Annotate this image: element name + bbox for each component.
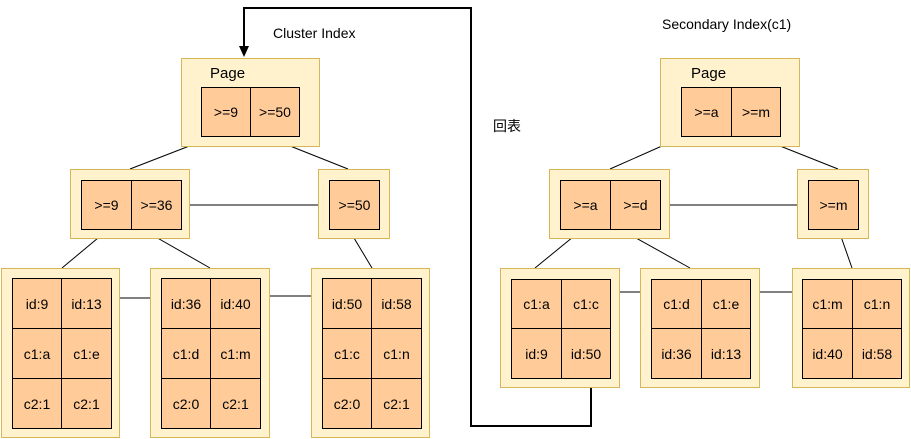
cluster-leaf-cell: c1:c <box>322 328 372 379</box>
cluster-leaf-cell: c1:d <box>161 328 211 379</box>
secondary-leaf-cell: id:9 <box>511 328 562 379</box>
cluster-leaf-cell: id:40 <box>210 278 261 329</box>
secondary-leaf-cell: id:36 <box>651 328 702 379</box>
secondary-leaf-cell: id:58 <box>852 328 902 379</box>
cluster-leaf-cell: id:50 <box>322 278 372 329</box>
cluster-leaf-cell: c2:0 <box>161 378 211 429</box>
secondary-leaf-page-2: c1:d c1:e id:36 id:13 <box>640 268 760 388</box>
cluster-mid-page-left: >=9 >=36 <box>70 169 190 239</box>
secondary-leaf-cell: id:13 <box>701 328 751 379</box>
secondary-leaf-cell: id:40 <box>802 328 853 379</box>
cluster-leaf-cell: c1:a <box>12 328 62 379</box>
secondary-leaf-cell: c1:m <box>802 279 853 329</box>
secondary-leaf-page-1: c1:a c1:c id:9 id:50 <box>500 268 620 388</box>
cluster-leaf-cell: c2:1 <box>210 378 261 429</box>
cluster-leaf-cell: c2:1 <box>61 378 112 429</box>
secondary-leaf-cell: c1:d <box>651 279 702 329</box>
secondary-leaf-cell: c1:n <box>852 279 902 329</box>
cluster-root-page-title: Page <box>210 65 246 82</box>
secondary-root-key: >=m <box>731 87 781 137</box>
lookup-arrow-head <box>239 46 249 57</box>
cluster-index-title: Cluster Index <box>273 25 356 41</box>
cluster-mid-key: >=9 <box>81 180 132 230</box>
secondary-root-page: Page >=a >=m <box>660 58 800 147</box>
cluster-mid-key: >=36 <box>131 180 182 230</box>
secondary-leaf-cell: c1:c <box>561 279 611 329</box>
secondary-root-page-title: Page <box>691 65 727 82</box>
secondary-leaf-cell: c1:e <box>701 279 751 329</box>
secondary-root-key: >=a <box>681 87 732 137</box>
secondary-leaf-page-3: c1:m c1:n id:40 id:58 <box>792 268 910 388</box>
cluster-root-key: >=50 <box>250 87 300 137</box>
cluster-leaf-cell: id:9 <box>12 278 62 329</box>
cluster-leaf-cell: id:13 <box>61 278 112 329</box>
cluster-leaf-cell: c1:e <box>61 328 112 379</box>
cluster-leaf-page-3: id:50 id:58 c1:c c1:n c2:0 c2:1 <box>311 268 430 438</box>
secondary-mid-key: >=d <box>610 180 661 230</box>
cluster-leaf-cell: c2:1 <box>12 378 62 429</box>
cluster-leaf-cell: c2:0 <box>322 378 372 429</box>
cluster-leaf-page-1: id:9 id:13 c1:a c1:e c2:1 c2:1 <box>1 268 120 438</box>
secondary-mid-key: >=m <box>808 180 859 230</box>
cluster-leaf-cell: id:36 <box>161 278 211 329</box>
cluster-leaf-cell: c1:n <box>371 328 422 379</box>
cluster-leaf-cell: c1:m <box>210 328 261 379</box>
cluster-leaf-cell: c2:1 <box>371 378 422 429</box>
cluster-mid-key: >=50 <box>329 180 380 230</box>
cluster-leaf-cell: id:58 <box>371 278 422 329</box>
cluster-root-key: >=9 <box>201 87 251 137</box>
lookup-label: 回表 <box>493 118 521 134</box>
secondary-index-title: Secondary Index(c1) <box>662 16 792 32</box>
secondary-mid-key: >=a <box>560 180 611 230</box>
cluster-root-page: Page >=9 >=50 <box>181 58 320 147</box>
secondary-mid-page-right: >=m <box>797 169 869 239</box>
cluster-leaf-page-2: id:36 id:40 c1:d c1:m c2:0 c2:1 <box>150 268 270 438</box>
secondary-leaf-cell: id:50 <box>561 328 611 379</box>
cluster-mid-page-right: >=50 <box>318 169 390 239</box>
secondary-leaf-cell: c1:a <box>511 279 562 329</box>
secondary-mid-page-left: >=a >=d <box>549 169 670 239</box>
